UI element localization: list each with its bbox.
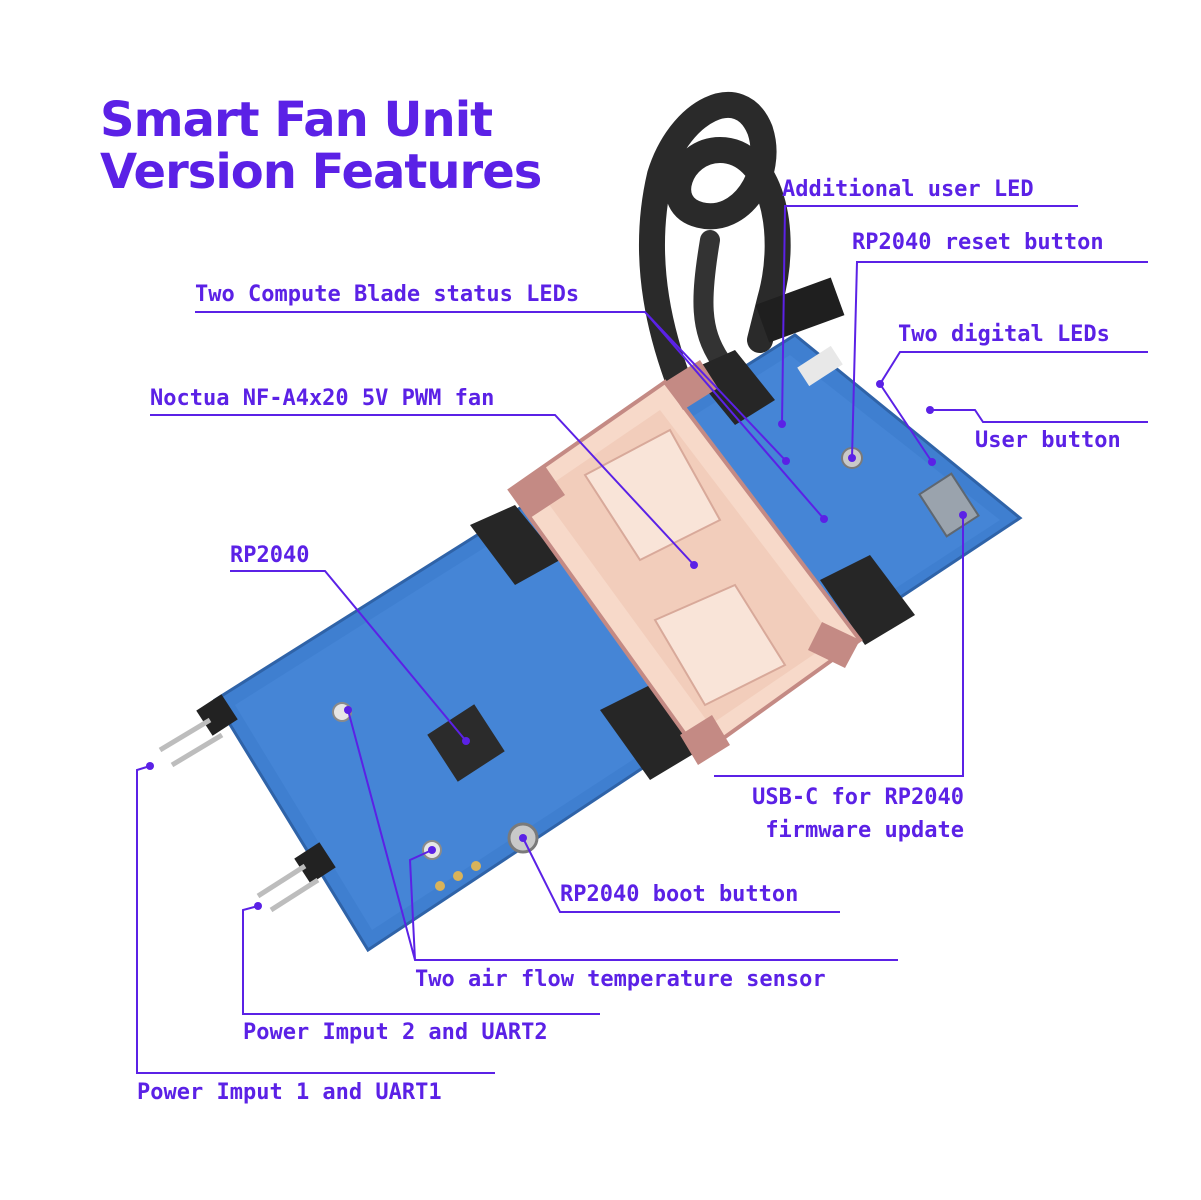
label-digital-leds: Two digital LEDs [898,322,1110,347]
label-fan: Noctua NF-A4x20 5V PWM fan [150,386,495,411]
leader-usbc [714,515,964,777]
leader-dots [146,380,967,910]
label-air-flow-sensor: Two air flow temperature sensor [415,967,826,992]
leader-digital-leds [879,351,1148,463]
fan [507,360,863,765]
label-rp2040: RP2040 [230,543,310,568]
label-reset-button: RP2040 reset button [852,230,1104,255]
leader-air-flow-sensor [347,709,898,961]
leader-user-button [930,409,1148,423]
label-boot-button: RP2040 boot button [560,882,799,907]
label-status-leds: Two Compute Blade status LEDs [195,282,580,307]
header-pins [158,694,336,913]
board-feet [470,350,915,780]
leader-rp2040 [230,570,467,742]
label-additional-user-led: Additional user LED [782,177,1034,202]
label-user-button: User button [975,428,1121,453]
fan-cable [639,92,845,423]
leader-lines [136,205,1148,1074]
title-line-2: Version Features [100,144,542,200]
leader-fan [150,414,695,566]
label-power-input-1: Power Imput 1 and UART1 [137,1080,442,1105]
leader-reset-button [851,261,1148,459]
leader-additional-user-led [781,205,1078,425]
label-usbc-line-2: firmware update [765,818,964,843]
title-line-1: Smart Fan Unit [100,92,493,148]
label-power-input-2: Power Imput 2 and UART2 [243,1020,548,1045]
leader-status-leds [195,311,825,520]
leader-power-input-1 [136,765,495,1074]
label-usbc-line-1: USB-C for RP2040 [752,785,964,810]
leader-power-input-2 [242,905,600,1015]
leader-boot-button [522,837,840,913]
